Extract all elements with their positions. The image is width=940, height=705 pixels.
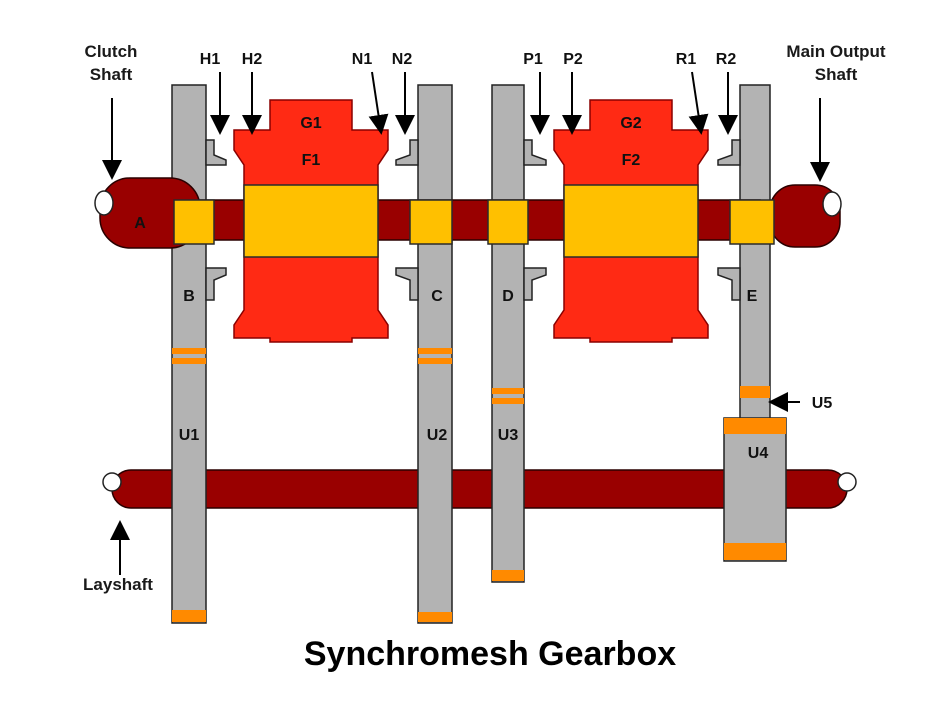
label-P1: P1 <box>523 51 543 68</box>
label-C: C <box>431 288 443 305</box>
label-R2: R2 <box>716 51 737 68</box>
gear-D-U3 <box>491 84 525 583</box>
label-G2: G2 <box>620 115 641 132</box>
synchro-cones <box>205 139 741 301</box>
label-B: B <box>183 288 195 305</box>
layshaft-label: Layshaft <box>83 575 153 594</box>
label-R1: R1 <box>676 51 697 68</box>
label-D: D <box>502 288 514 305</box>
output-shaft-label-2: Shaft <box>815 65 858 84</box>
label-H1: H1 <box>200 51 221 68</box>
label-H2: H2 <box>242 51 263 68</box>
label-U1: U1 <box>179 427 200 444</box>
label-U5: U5 <box>812 395 833 412</box>
diagram-title: Synchromesh Gearbox <box>304 635 676 673</box>
label-U3: U3 <box>498 427 519 444</box>
layshaft <box>102 469 857 509</box>
label-U4: U4 <box>748 445 769 462</box>
label-P2: P2 <box>563 51 583 68</box>
gear-U4 <box>723 417 787 562</box>
label-E: E <box>747 288 758 305</box>
pointer-arrows <box>102 71 830 575</box>
output-shaft-label-1: Main Output <box>786 42 885 61</box>
gear-E-U5 <box>739 84 771 421</box>
hubs <box>173 184 775 258</box>
gear-B-U1 <box>171 84 207 624</box>
label-G1: G1 <box>300 115 321 132</box>
label-N2: N2 <box>392 51 413 68</box>
clutch-shaft-label-2: Shaft <box>90 65 133 84</box>
label-F1: F1 <box>302 152 321 169</box>
label-F2: F2 <box>622 152 641 169</box>
label-U2: U2 <box>427 427 448 444</box>
label-A: A <box>134 215 146 232</box>
label-N1: N1 <box>352 51 373 68</box>
gear-C-U2 <box>417 84 453 624</box>
clutch-shaft-label-1: Clutch <box>85 42 138 61</box>
